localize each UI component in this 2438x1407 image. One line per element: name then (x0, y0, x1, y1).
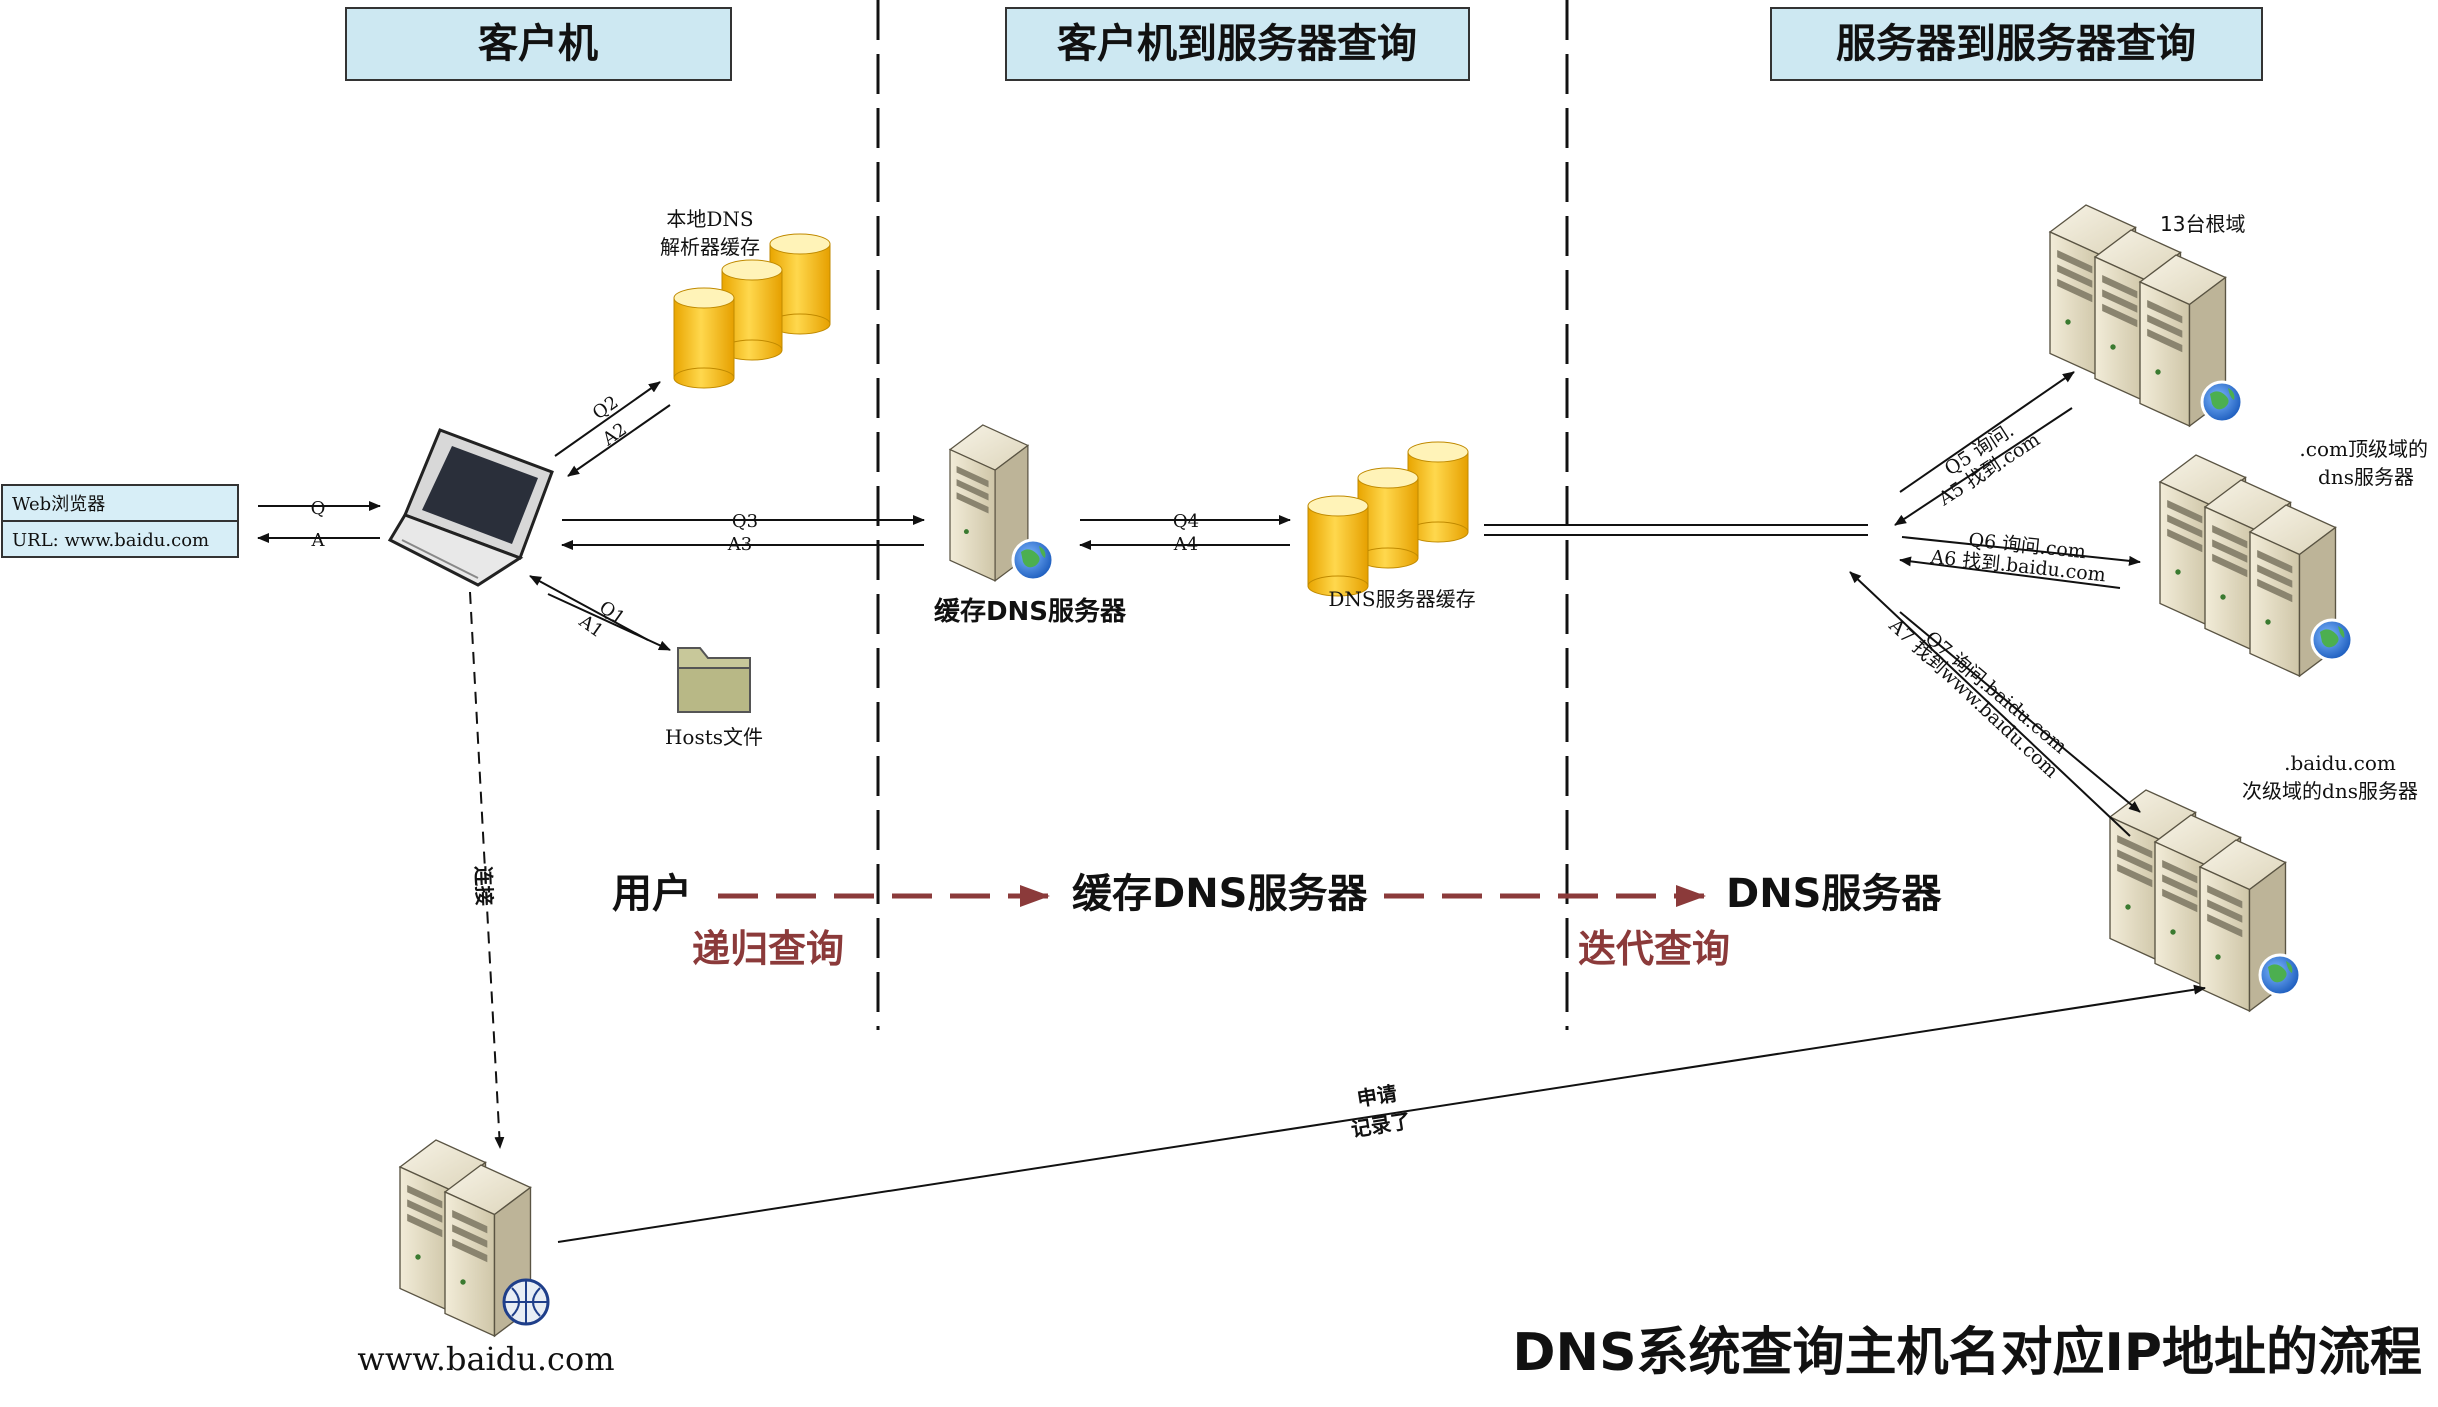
browser-title: Web浏览器 (12, 494, 105, 515)
com-servers-label: .com顶级域的 (2299, 437, 2428, 461)
arrow-a6 (1899, 556, 2121, 589)
root-servers-label: 13台根域 (2160, 212, 2245, 236)
laptop-icon (387, 428, 554, 587)
arrow-q2 (554, 381, 661, 457)
apply-label: 记录了 (1349, 1109, 1412, 1142)
web-browser: Web浏览器 URL: www.baidu.com (1, 484, 239, 558)
flow-recursive: 递归查询 (692, 927, 844, 971)
section-header-server-to-server: 服务器到服务器查询 (1770, 7, 2263, 81)
arrow-label: Q (311, 498, 326, 519)
dns-server-cache-label: DNS服务器缓存 (1328, 587, 1475, 611)
apply-label: 申请 (1355, 1081, 1398, 1111)
arrow-label: A4 (1173, 534, 1198, 555)
arrow-label: A2 (598, 419, 631, 451)
section-title: 服务器到服务器查询 (1836, 21, 2196, 67)
flow-user: 用户 (612, 871, 692, 917)
section-title: 客户机 (478, 21, 598, 67)
arrow-label: Q3 (732, 511, 758, 532)
section-header-client: 客户机 (345, 7, 732, 81)
hosts-folder-icon (677, 647, 751, 713)
arrow-a1 (529, 575, 649, 641)
arrow-a2 (567, 404, 671, 477)
flow-cache-dns: 缓存DNS服务器 (1072, 871, 1368, 917)
local-cache-label: 解析器缓存 (660, 235, 760, 259)
flow-iterative: 迭代查询 (1578, 927, 1730, 971)
arrow-q5 (1899, 371, 2075, 493)
local-cache-label: 本地DNS (666, 207, 753, 231)
root-servers-icon (2049, 204, 2244, 427)
arrow-q6 (1901, 536, 2141, 566)
arrow-label: Q7 询问.baidu.com (1921, 627, 2071, 758)
baidu-servers-label: 次级域的dns服务器 (2242, 779, 2418, 803)
arrow-label: A7 找到www.baidu.com (1884, 614, 2062, 783)
hosts-file-label: Hosts文件 (665, 725, 763, 749)
arrow-label: A3 (727, 534, 752, 555)
section-title: 客户机到服务器查询 (1057, 21, 1417, 67)
baidu-sld-servers-icon (2109, 789, 2302, 1012)
browser-url: URL: www.baidu.com (12, 530, 209, 551)
website-label: www.baidu.com (357, 1340, 614, 1378)
connect-line (469, 591, 505, 1149)
cache-dns-server-icon (949, 424, 1055, 582)
arrow-a7 (1849, 571, 2131, 837)
website-server-icon (399, 1139, 550, 1337)
baidu-servers-label: .baidu.com (2284, 751, 2396, 775)
arrow-q1 (547, 593, 671, 651)
page-title: DNS系统查询主机名对应IP地址的流程 (1512, 1323, 2422, 1383)
arrow-label: A (311, 530, 326, 551)
apply-record-line (557, 984, 2206, 1243)
connect-label: 连接 (471, 865, 496, 906)
arrow-a5 (1894, 407, 2073, 526)
arrow-q7 (1899, 611, 2141, 813)
cache-dns-server-label: 缓存DNS服务器 (934, 596, 1127, 627)
section-header-client-to-server: 客户机到服务器查询 (1005, 7, 1470, 81)
arrow-label: Q4 (1173, 511, 1199, 532)
flow-dns-server: DNS服务器 (1726, 871, 1942, 917)
dns-server-cache-icon (1307, 441, 1469, 597)
com-servers-label: dns服务器 (2318, 465, 2414, 489)
